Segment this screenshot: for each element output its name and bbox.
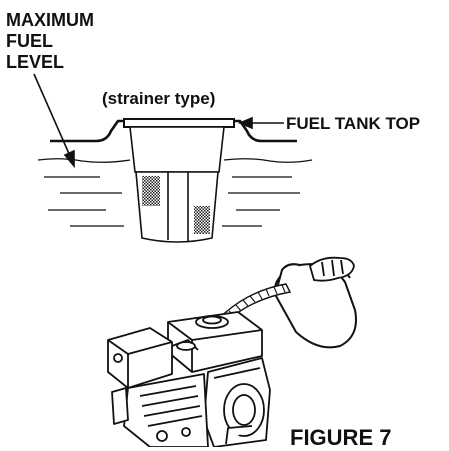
max-fuel-label-line2: FUEL (6, 31, 53, 51)
engine (107, 311, 271, 447)
fuel-tank-top-label: FUEL TANK TOP (286, 114, 420, 133)
fuel-tank-top-profile (50, 119, 297, 143)
fuel-level-waves (37, 158, 313, 227)
max-fuel-label-line1: MAXIMUM (6, 10, 94, 30)
max-fuel-label-line3: LEVEL (6, 52, 64, 72)
fuel-strainer (129, 126, 225, 243)
tank-top-leader (237, 116, 284, 130)
figure-caption: FIGURE 7 (290, 425, 392, 450)
hand (308, 256, 355, 282)
filler-neck-rim (123, 118, 235, 128)
strainer-type-label: (strainer type) (102, 89, 215, 108)
max-fuel-leader (33, 73, 75, 169)
